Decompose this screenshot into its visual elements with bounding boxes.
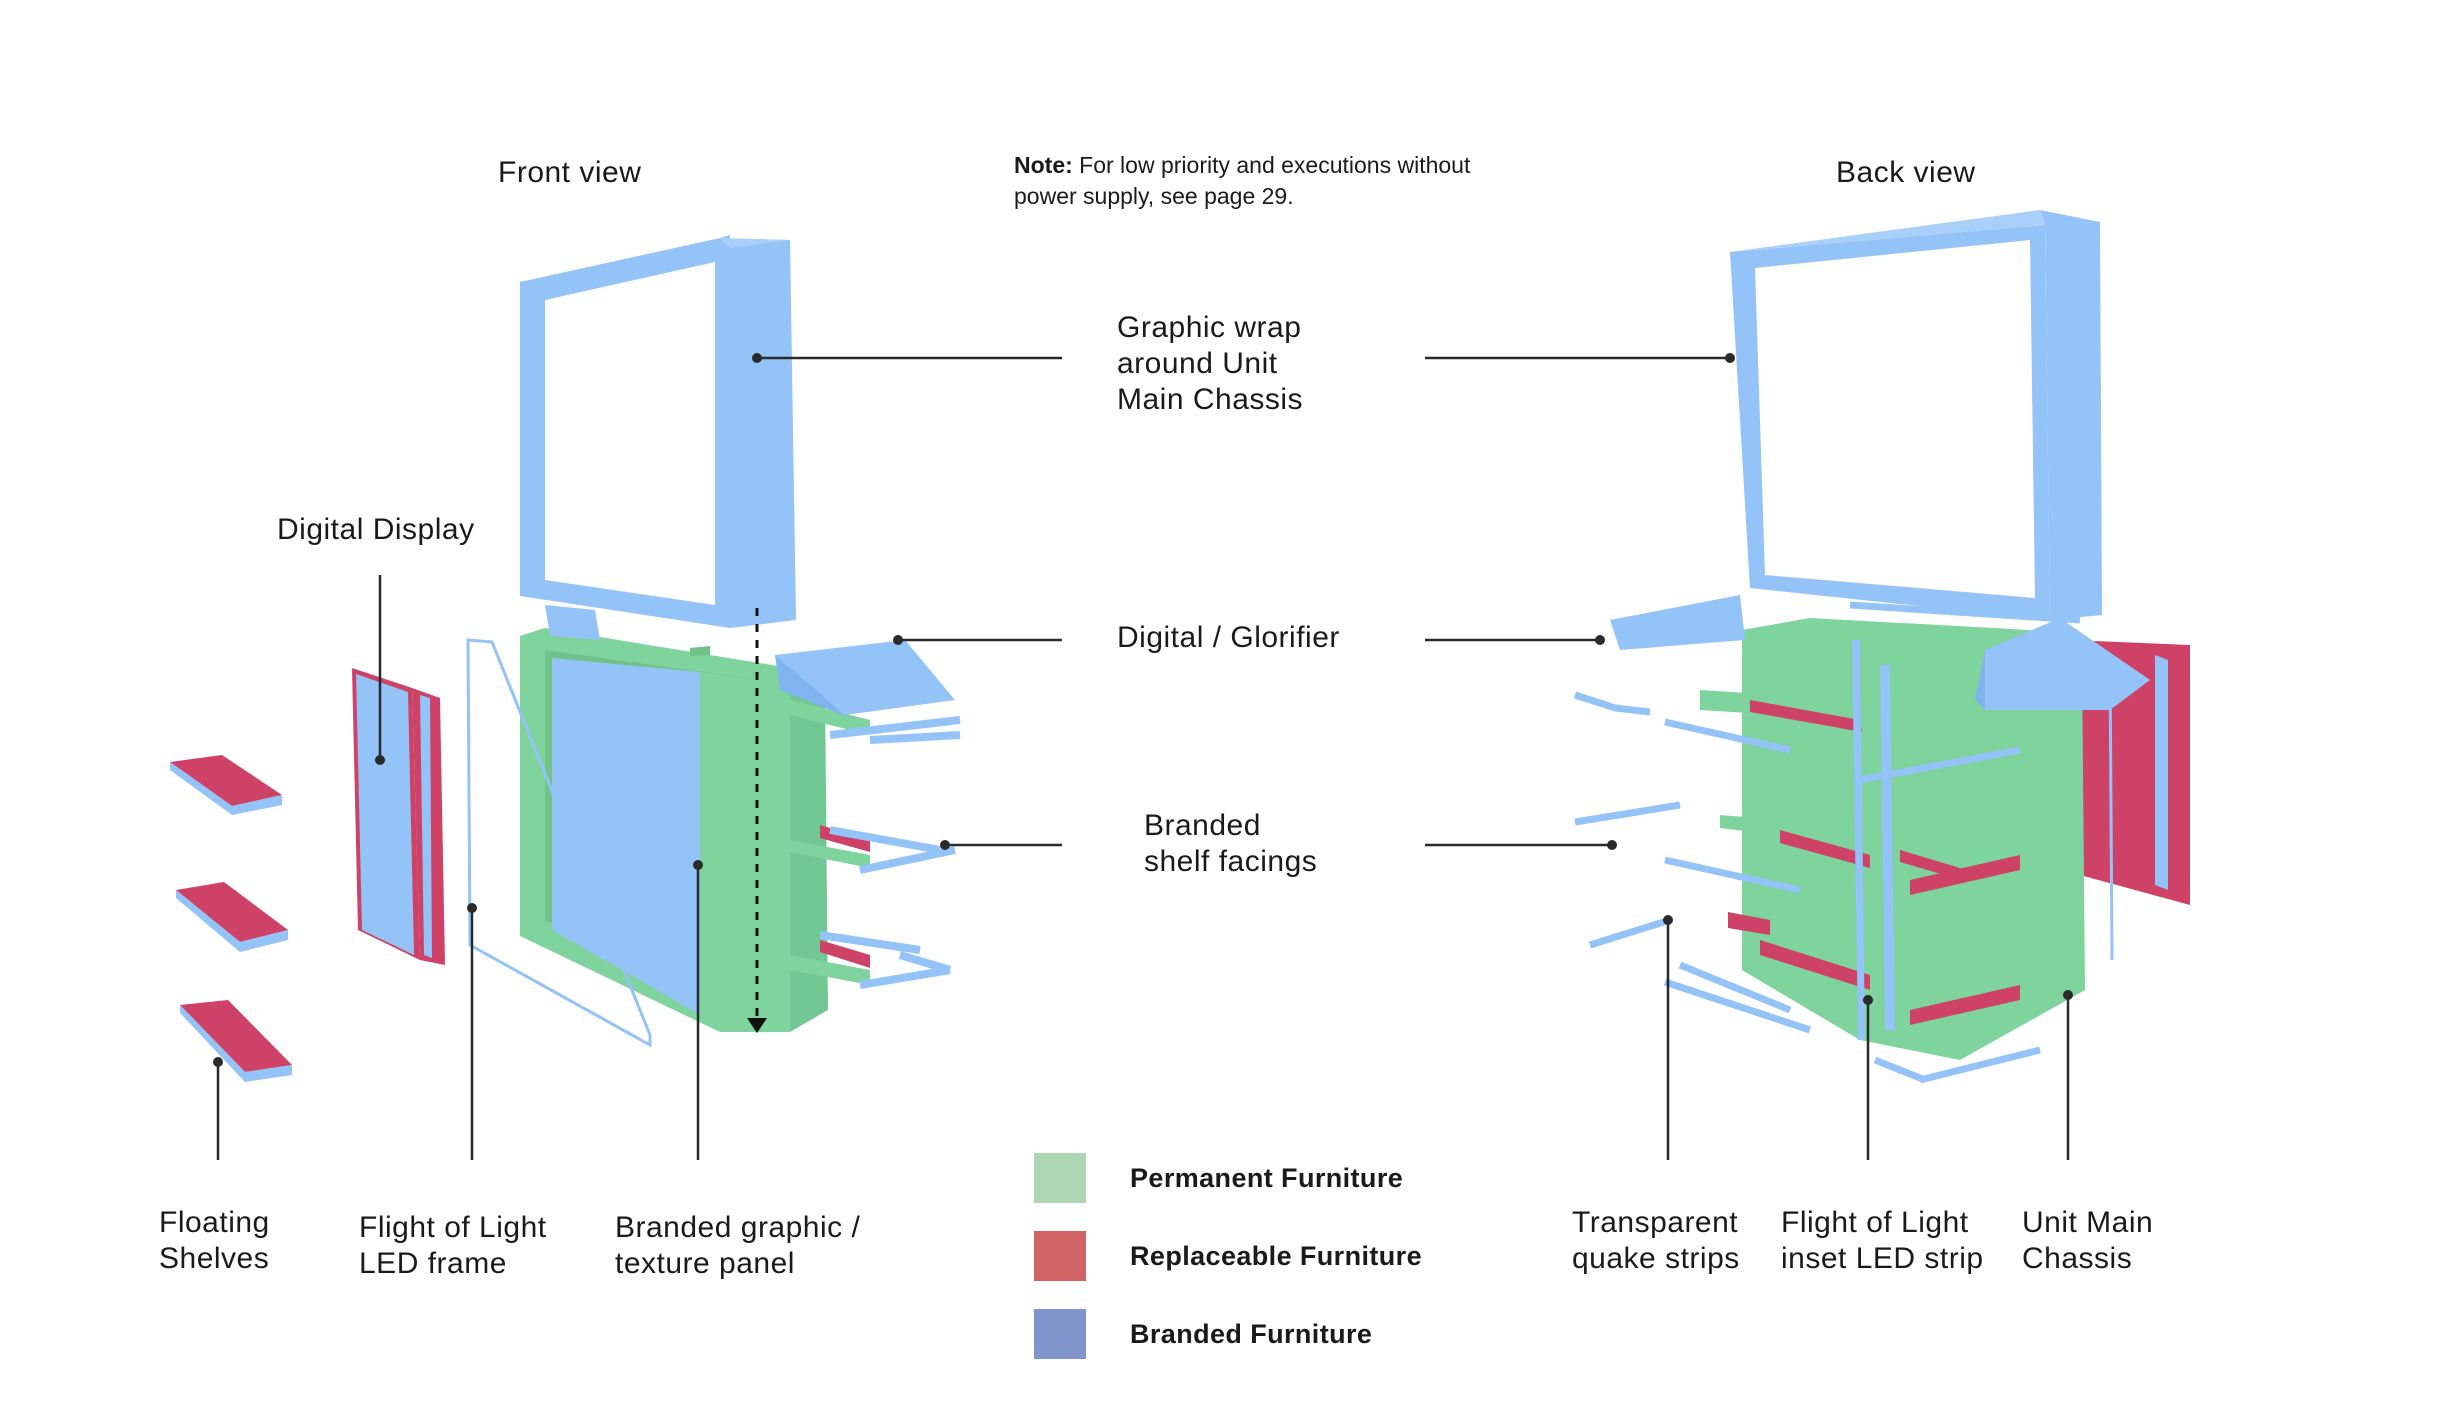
back-graphic-wrap: [1730, 210, 2102, 620]
back-quake-strip: [2049, 638, 2114, 961]
front-glorifier: [775, 640, 955, 720]
back-chassis: [1700, 618, 2085, 1060]
label-digital-display: Digital Display: [277, 513, 475, 546]
label-inset-led-strip: Flight of Light inset LED strip: [1781, 1206, 1984, 1275]
front-view-title: Front view: [498, 156, 642, 189]
note-text: Note: For low priority and executions wi…: [1014, 150, 1534, 212]
legend-swatch-permanent: [1034, 1153, 1086, 1203]
front-chassis: [520, 605, 870, 1032]
front-shelf-facings: [819, 716, 961, 989]
arrow-head: [747, 1018, 767, 1033]
legend-label-permanent: Permanent Furniture: [1130, 1163, 1404, 1193]
back-shelf-facings: [1573, 601, 2081, 1084]
legend-label-replaceable: Replaceable Furniture: [1130, 1241, 1422, 1271]
label-branded-graphic-panel: Branded graphic / texture panel: [615, 1211, 861, 1280]
label-digital-glorifier: Digital / Glorifier: [1117, 621, 1340, 654]
front-led-frame: [466, 638, 652, 1048]
label-quake-strips: Transparent quake strips: [1572, 1206, 1740, 1275]
callout-dots: [213, 353, 2073, 1067]
back-view-title: Back view: [1836, 156, 1976, 189]
note-body: For low priority and executions without …: [1014, 152, 1471, 209]
label-graphic-wrap: Graphic wrap around Unit Main Chassis: [1117, 311, 1304, 416]
front-floating-shelves: [170, 755, 292, 1082]
legend-swatch-replaceable: [1034, 1231, 1086, 1281]
note-label: Note:: [1014, 152, 1073, 178]
label-floating-shelves: Floating Shelves: [159, 1206, 270, 1275]
legend-swatch-branded: [1034, 1309, 1086, 1359]
label-flight-led-frame: Flight of Light LED frame: [359, 1211, 547, 1280]
label-branded-shelf-facings: Branded shelf facings: [1144, 809, 1318, 878]
label-unit-main-chassis: Unit Main Chassis: [2022, 1206, 2154, 1275]
front-graphic-wrap: [520, 235, 796, 628]
front-digital-display: [352, 668, 445, 965]
legend-label-branded: Branded Furniture: [1130, 1319, 1373, 1349]
callout-lines: [216, 356, 2070, 1160]
